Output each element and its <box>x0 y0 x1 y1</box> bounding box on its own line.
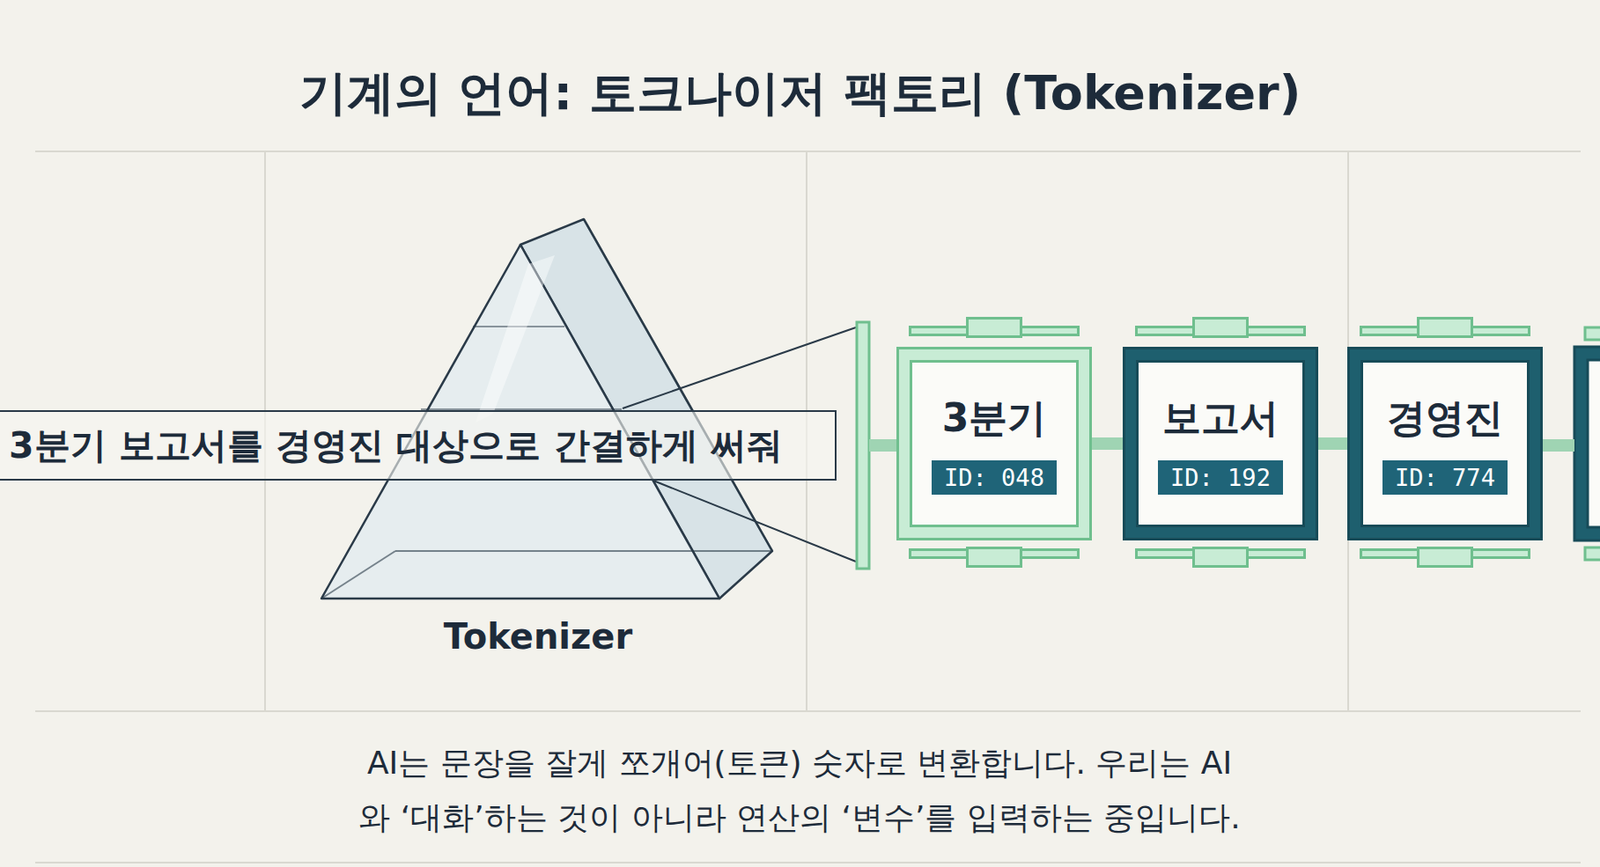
token-face: 경영진 ID: 774 <box>1360 360 1530 528</box>
partial-chip <box>1542 327 1600 561</box>
caption: AI는 문장을 잘게 쪼개어(토큰) 숫자로 변환합니다. 우리는 AI와 ‘대… <box>227 736 1372 846</box>
chip-tab <box>1192 546 1249 568</box>
tokenizer-label: Tokenizer <box>443 616 633 657</box>
bracket-rail <box>869 439 897 452</box>
input-sentence: 3분기 보고서를 경영진 대상으로 간결하게 써줘 <box>0 421 796 471</box>
chip-tab <box>1416 317 1474 339</box>
title: 기계의 언어: 토크나이저 팩토리 (Tokenizer) <box>0 61 1600 126</box>
token-chip: 보고서 ID: 192 <box>1122 346 1319 541</box>
chip-tab <box>1192 317 1249 339</box>
chip-tab <box>1416 546 1474 568</box>
token-chip: 경영진 ID: 774 <box>1347 346 1543 541</box>
beam-bracket <box>856 322 870 569</box>
token-id: ID: 192 <box>1157 460 1283 495</box>
token-chip: 3분기 ID: 048 <box>896 346 1092 541</box>
chip-link <box>1318 437 1348 450</box>
token-text: 3분기 <box>942 392 1048 445</box>
token-text: 경영진 <box>1386 392 1504 445</box>
token-id: ID: 774 <box>1382 460 1508 495</box>
chip-link <box>1091 437 1123 450</box>
chip-tab <box>965 317 1023 339</box>
token-face: 3분기 ID: 048 <box>909 360 1079 528</box>
input-sentence-bar: 3분기 보고서를 경영진 대상으로 간결하게 써줘 <box>0 410 837 481</box>
token-face: 보고서 ID: 192 <box>1135 360 1306 528</box>
prism <box>321 219 773 599</box>
token-text: 보고서 <box>1162 392 1279 445</box>
grid-lines <box>35 151 1581 863</box>
token-id: ID: 048 <box>931 460 1057 495</box>
chip-tab <box>965 546 1023 568</box>
